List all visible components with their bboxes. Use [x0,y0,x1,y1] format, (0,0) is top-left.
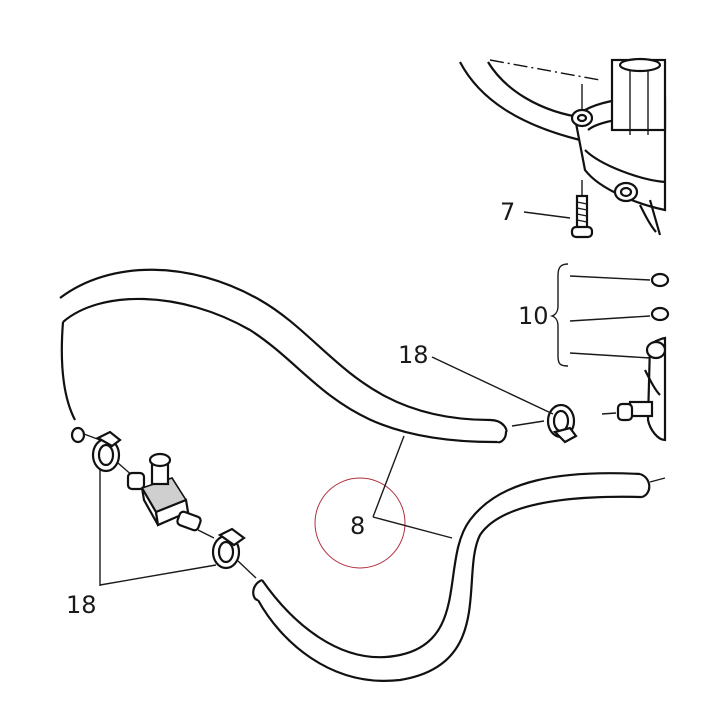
leader-7 [523,211,571,219]
leader-18-top [431,356,554,415]
highlight-circle [314,477,406,569]
label-8: 8 [350,512,365,540]
t-fitting-assembly [70,426,257,579]
label-7: 7 [500,198,515,226]
label-18-top: 18 [398,341,429,369]
hose-lower [252,472,666,682]
label-18-left: 18 [66,591,97,619]
screw-7 [570,180,594,239]
pump-assembly [459,57,667,236]
leader-8-down [372,516,453,539]
label-10: 10 [518,302,549,330]
right-connector [601,336,667,442]
leader-18-left-b [99,564,217,586]
leader-8-up [372,435,405,518]
clamp-18-top [546,403,578,444]
hose-upper [59,268,545,444]
brace-10 [549,263,670,367]
